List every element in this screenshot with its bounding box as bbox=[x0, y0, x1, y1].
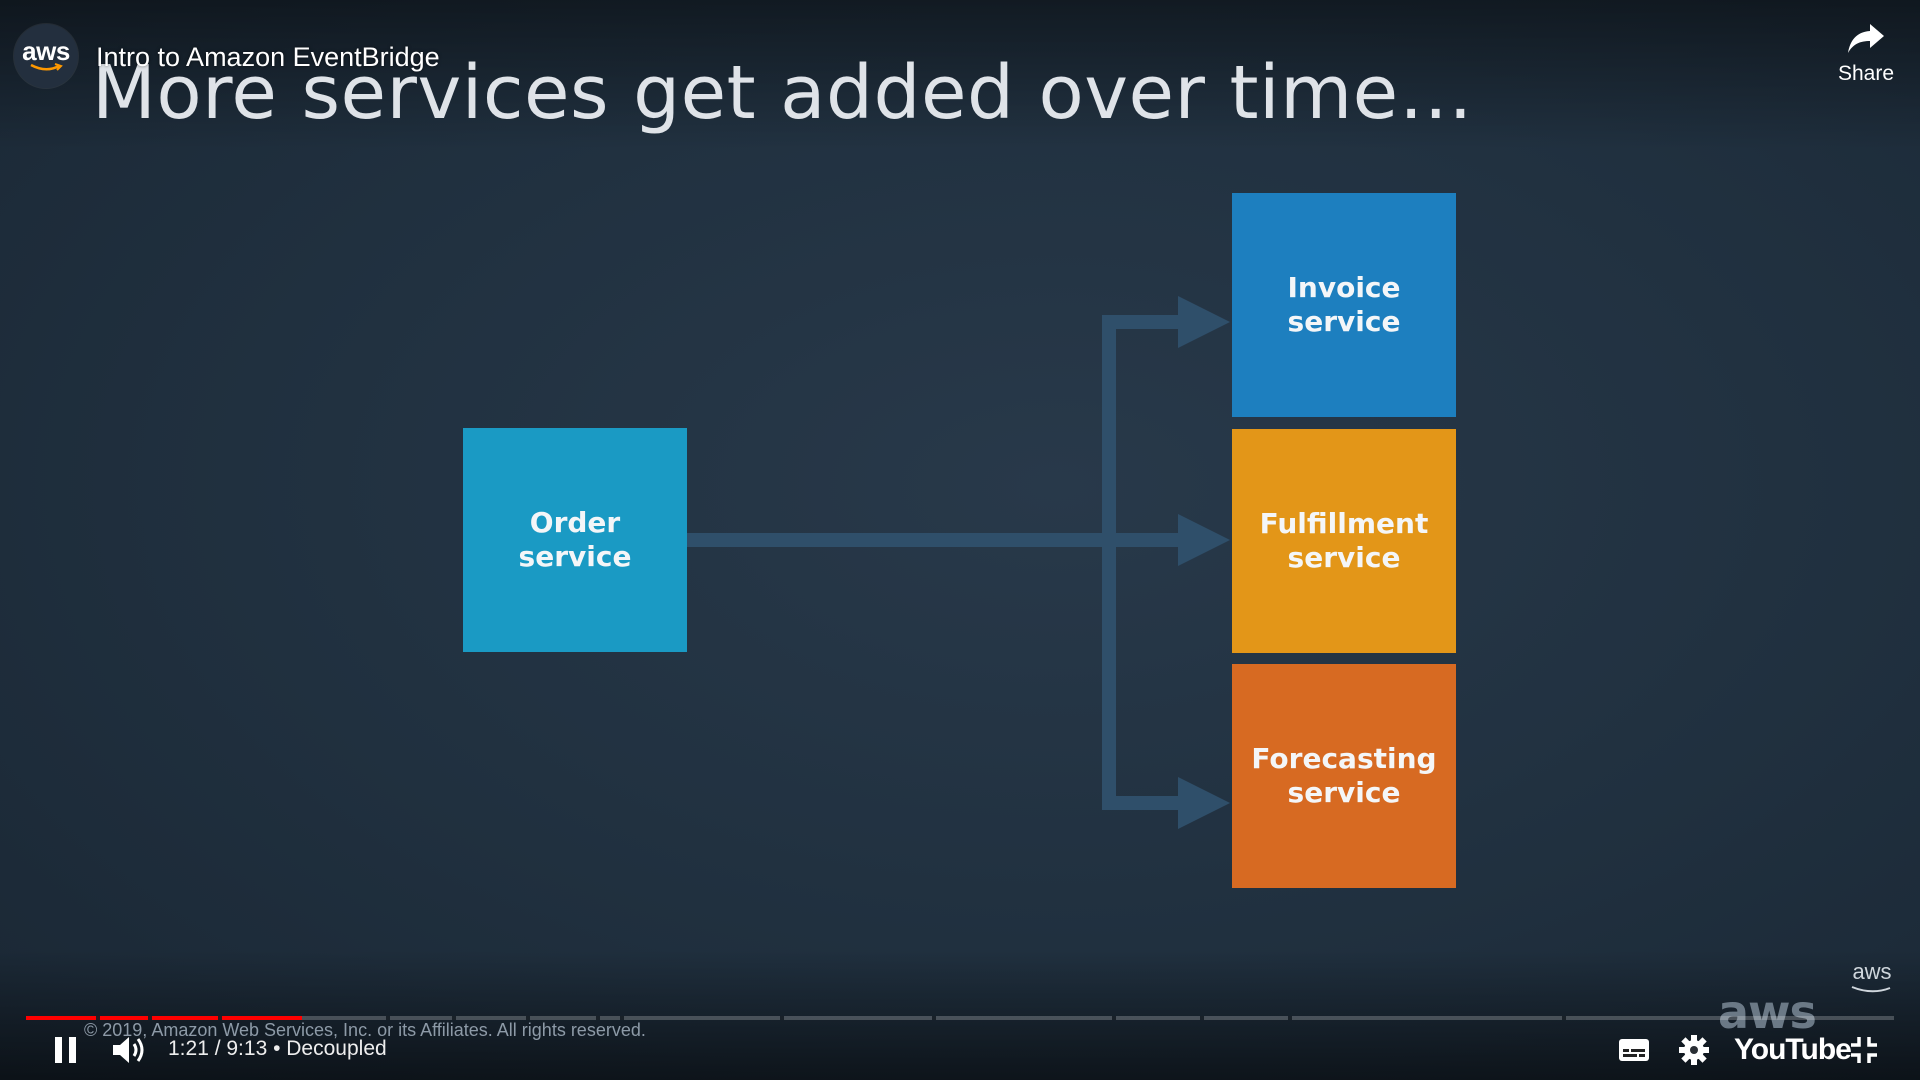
chapter-marker bbox=[1200, 1016, 1204, 1020]
volume-button[interactable] bbox=[110, 1032, 150, 1068]
bottom-gradient bbox=[0, 950, 1920, 1080]
youtube-logo[interactable]: YouTube bbox=[1734, 1033, 1852, 1066]
chapter-marker bbox=[452, 1016, 456, 1020]
chapter-marker bbox=[218, 1016, 222, 1020]
watermark-text: aws bbox=[1852, 959, 1892, 984]
slide-copyright: © 2019, Amazon Web Services, Inc. or its… bbox=[84, 1020, 646, 1040]
chapter-marker bbox=[148, 1016, 152, 1020]
forecasting-arrowhead bbox=[1178, 777, 1230, 829]
slide-title: More services get added over time… bbox=[92, 50, 1474, 136]
chapter-marker bbox=[1562, 1016, 1566, 1020]
chapter-marker bbox=[780, 1016, 784, 1020]
pause-icon bbox=[55, 1037, 76, 1063]
chapter-marker bbox=[596, 1016, 600, 1020]
exit-fullscreen-button[interactable] bbox=[1848, 1034, 1880, 1066]
exit-fullscreen-icon bbox=[1851, 1037, 1877, 1063]
volume-icon bbox=[113, 1037, 144, 1063]
gear-icon bbox=[1679, 1035, 1709, 1065]
subtitles-icon bbox=[1619, 1039, 1649, 1061]
chapter-marker bbox=[386, 1016, 390, 1020]
arrow-group bbox=[687, 296, 1230, 829]
settings-button[interactable] bbox=[1676, 1032, 1712, 1068]
channel-avatar[interactable]: aws bbox=[14, 24, 78, 88]
invoice-arrowhead bbox=[1178, 296, 1230, 348]
progress-played bbox=[26, 1016, 303, 1020]
watermark-smile-icon bbox=[1851, 986, 1891, 993]
slide-aws-logo: aws bbox=[1718, 985, 1817, 1039]
share-button[interactable]: Share bbox=[1830, 22, 1902, 102]
chapter-marker bbox=[620, 1016, 624, 1020]
top-gradient bbox=[0, 0, 1920, 150]
play-pause-button[interactable] bbox=[48, 1032, 84, 1068]
chapter-marker bbox=[1112, 1016, 1116, 1020]
time-display: 1:21 / 9:13 • Decoupled bbox=[168, 1037, 387, 1060]
progress-bar[interactable] bbox=[26, 1016, 1894, 1020]
aws-smile-icon bbox=[30, 63, 63, 71]
chapter-marker bbox=[96, 1016, 100, 1020]
channel-watermark[interactable]: aws bbox=[1850, 959, 1894, 1000]
chapter-marker bbox=[526, 1016, 530, 1020]
fulfillment-arrowhead bbox=[1178, 514, 1230, 566]
channel-avatar-text: aws bbox=[22, 36, 70, 66]
share-arrow-icon bbox=[1848, 24, 1884, 53]
share-label: Share bbox=[1837, 62, 1895, 85]
chapter-marker bbox=[1288, 1016, 1292, 1020]
video-title[interactable]: Intro to Amazon EventBridge bbox=[96, 42, 440, 72]
subtitles-button[interactable] bbox=[1616, 1034, 1652, 1066]
chapter-marker bbox=[932, 1016, 936, 1020]
